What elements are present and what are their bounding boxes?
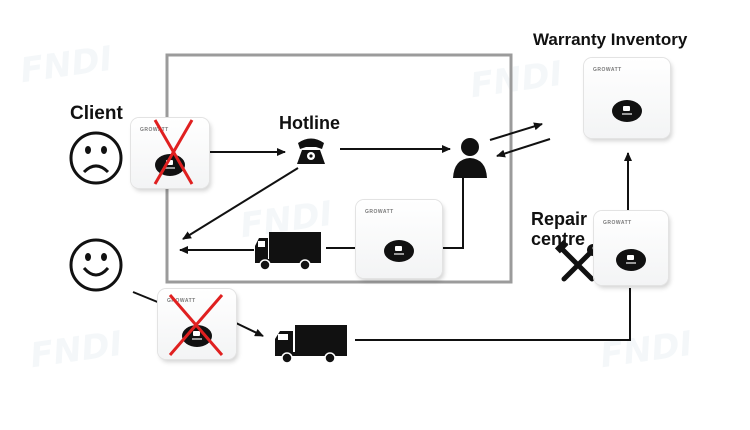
arrow-faulty-to-truck <box>235 322 264 337</box>
wrench-hammer-icon <box>554 239 599 282</box>
line-client-to-faulty <box>132 291 161 304</box>
red-cross-icon <box>168 294 224 356</box>
red-cross-icon <box>153 119 194 185</box>
repair-centre-inverter: GROWATT <box>594 211 668 285</box>
line-agent-to-replacement <box>443 178 464 249</box>
arrow-hotline-to-client <box>182 167 299 240</box>
arrow-inventory-to-agent <box>496 138 551 158</box>
line-truck-to-repair <box>355 288 631 341</box>
inverter-brand-label: GROWATT <box>593 67 622 73</box>
inverter-brand-label: GROWATT <box>140 127 169 133</box>
arrow-agent-to-inventory <box>489 122 543 141</box>
sad-face-icon <box>69 131 123 185</box>
repair-centre-label-line1: Repair <box>531 209 588 229</box>
telephone-icon <box>297 138 325 164</box>
repair-centre-label: Repair centre <box>531 209 588 250</box>
repair-centre-label-line2: centre <box>531 228 586 249</box>
warranty-inventory-inverter: GROWATT <box>584 58 670 138</box>
inverter-display <box>616 249 646 271</box>
happy-face-icon <box>69 238 123 292</box>
client-label: Client <box>70 103 123 124</box>
inverter-display <box>612 100 642 122</box>
truck-icon <box>275 325 347 364</box>
faulty-inverter-return: GROWATT <box>158 289 236 359</box>
inverter-brand-label: GROWATT <box>365 209 394 215</box>
replacement-inverter: GROWATT <box>356 200 442 278</box>
person-icon <box>453 138 487 178</box>
inverter-display <box>384 240 414 262</box>
truck-icon <box>255 232 321 271</box>
inverter-brand-label: GROWATT <box>167 298 196 304</box>
hotline-label: Hotline <box>279 113 340 133</box>
inverter-brand-label: GROWATT <box>603 220 632 226</box>
warranty-inventory-label: Warranty Inventory <box>533 30 688 49</box>
